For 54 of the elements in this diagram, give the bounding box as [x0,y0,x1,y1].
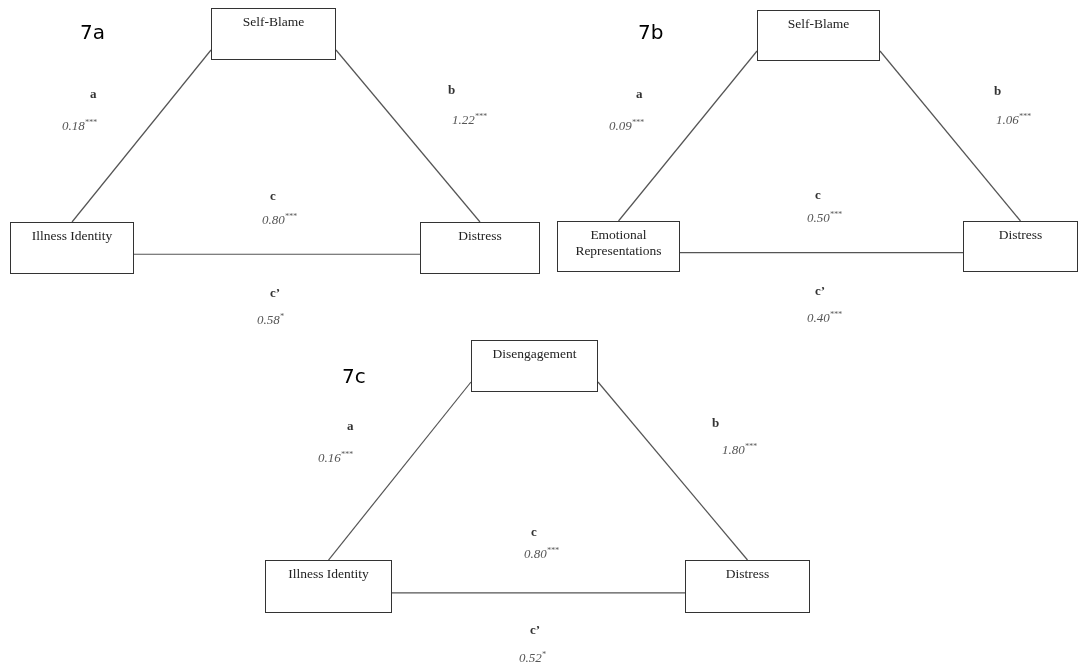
connector-line [391,592,686,594]
connector-line [335,49,481,223]
path-label: c [270,188,276,204]
coefficient-value: 0.80$^{***}$ [262,212,297,229]
connector-line [879,50,1022,222]
connector-line [71,49,212,223]
panel-label: 7a [80,20,105,44]
variable-name: Distress [458,228,502,245]
variable-name: Self-Blame [242,14,305,31]
coefficient-value: 1.22$^{***}$ [452,112,487,129]
variable-name: Self-Blame [787,16,850,33]
connector-line [597,381,749,561]
coefficient-value: 0.16$^{***}$ [318,450,353,467]
coefficient-value: 0.09$^{***}$ [609,118,644,135]
variable-name: Emotional Representations [574,227,663,260]
connector-line [133,253,421,255]
variable-box [471,340,598,392]
variable-box [265,560,392,613]
variable-box [685,560,810,613]
connector-line [679,252,964,254]
panel-label: 7c [342,364,366,388]
connector-line [327,381,472,561]
variable-box [557,221,680,272]
path-label: c [531,524,537,540]
variable-name: Distress [725,566,770,583]
variable-name: Illness Identity [288,566,369,583]
variable-box [10,222,134,274]
path-label: c’ [530,622,541,638]
path-label: c’ [815,283,826,299]
variable-box [757,10,880,61]
coefficient-value: 0.50$^{***}$ [807,210,842,227]
path-label: b [448,82,456,98]
connector-line [617,50,758,222]
path-label: c [815,187,821,203]
path-label: b [994,83,1002,99]
variable-box [211,8,336,60]
coefficient-value: 1.80$^{***}$ [722,442,757,459]
path-label: c’ [270,285,281,301]
coefficient-value: 0.80$^{***}$ [524,546,559,563]
variable-name: Illness Identity [31,228,113,245]
variable-box [420,222,540,274]
coefficient-value: 1.06$^{***}$ [996,112,1031,129]
path-label: a [90,86,97,102]
coefficient-value: 0.58$^{*}$ [257,312,284,329]
path-label: a [347,418,354,434]
coefficient-value: 0.18$^{***}$ [62,118,97,135]
path-label: a [636,86,643,102]
coefficient-value: 0.52$^{*}$ [519,650,546,667]
panel-label: 7b [638,20,664,44]
coefficient-value: 0.40$^{***}$ [807,310,842,327]
variable-name: Distress [998,227,1043,244]
variable-name: Disengagement [492,346,577,363]
variable-box [963,221,1078,272]
path-label: b [712,415,720,431]
